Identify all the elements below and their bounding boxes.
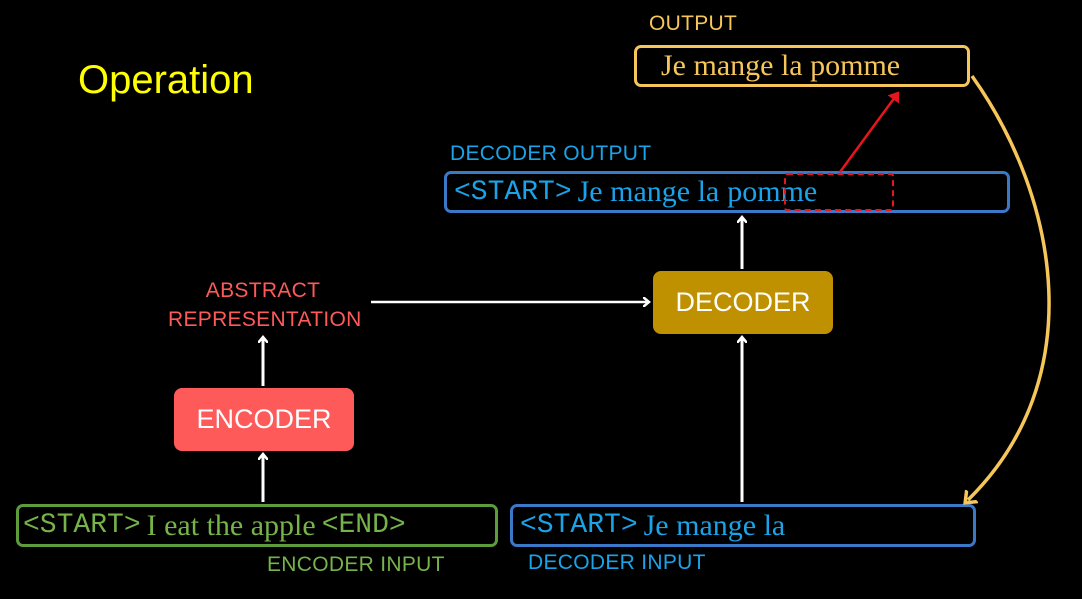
arrow-output-feedback: [968, 74, 1051, 500]
slide-title: Operation: [78, 58, 254, 102]
abstract-line-1: ABSTRACT: [205, 279, 321, 302]
decoder-input-text: Je mange la: [643, 508, 786, 542]
end-token: <END>: [321, 510, 406, 541]
encoder-block: ENCODER: [174, 388, 354, 451]
output-box: Je mange la pomme: [634, 45, 970, 87]
highlighted-word: pomme: [727, 175, 818, 208]
highlight-dashed-box: [784, 173, 894, 211]
decoder-output-label: DECODER OUTPUT: [450, 142, 652, 165]
decoder-block: DECODER: [653, 271, 833, 334]
arrow-highlight-to-output: [838, 91, 900, 173]
abstract-representation-label: ABSTRACT REPRESENTATION: [168, 276, 362, 334]
decoder-block-label: DECODER: [675, 287, 811, 317]
start-token: <START>: [454, 176, 572, 208]
decoder-input-box: <START>Je mange la: [510, 504, 976, 547]
encoder-input-label: ENCODER INPUT: [267, 553, 445, 576]
encoder-input-box: <START>I eat the apple<END>: [16, 504, 498, 547]
decoder-output-text: Je mange la: [577, 175, 720, 208]
encoder-block-label: ENCODER: [196, 404, 332, 434]
abstract-line-2: REPRESENTATION: [168, 308, 362, 331]
decoder-input-label: DECODER INPUT: [528, 551, 706, 574]
start-token: <START>: [520, 510, 638, 541]
encoder-input-text: I eat the apple: [146, 508, 316, 542]
start-token: <START>: [23, 510, 141, 541]
output-text: Je mange la pomme: [661, 49, 901, 82]
output-label: OUTPUT: [649, 12, 738, 35]
